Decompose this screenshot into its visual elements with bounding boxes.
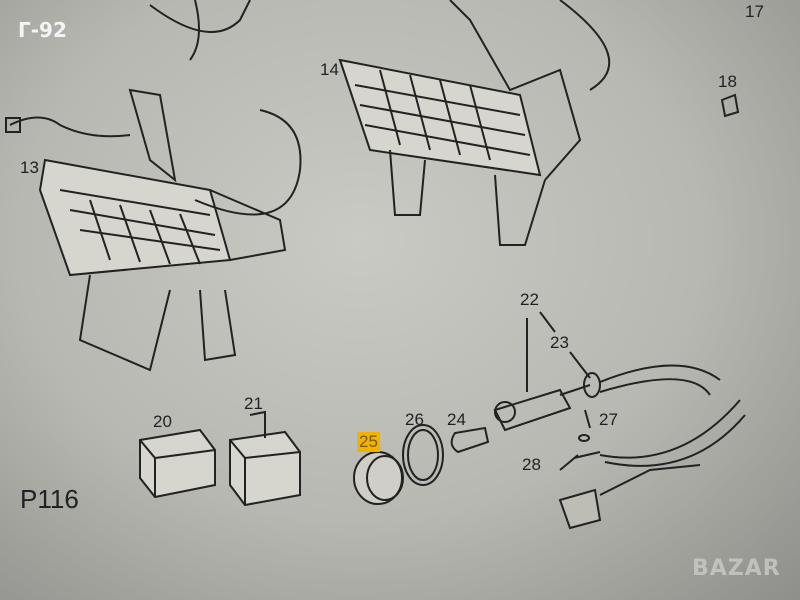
part-label-26: 26 bbox=[405, 410, 424, 429]
part-label-17: 17 bbox=[745, 2, 764, 21]
page-code: P116 bbox=[20, 484, 79, 514]
connector bbox=[558, 488, 602, 530]
part-label-24: 24 bbox=[447, 410, 466, 429]
part-label-13: 13 bbox=[20, 158, 39, 177]
fog-lamp-14 bbox=[338, 0, 611, 246]
part-label-27: 27 bbox=[599, 410, 618, 429]
relay-20 bbox=[139, 428, 216, 499]
top-cable bbox=[149, 0, 251, 33]
listing-badge: Г-92 bbox=[18, 18, 67, 42]
part-label-23: 23 bbox=[550, 333, 569, 352]
fog-lamp-13 bbox=[5, 88, 302, 372]
screw-27 bbox=[584, 409, 591, 429]
relay-21 bbox=[229, 410, 301, 507]
part-label-14: 14 bbox=[320, 60, 339, 79]
gasket-26 bbox=[402, 424, 444, 486]
clip-18 bbox=[720, 93, 740, 118]
watermark-logo: BAZAR bbox=[692, 556, 781, 581]
socket-22 bbox=[493, 388, 572, 432]
grommet-23 bbox=[583, 372, 601, 398]
part-label-21: 21 bbox=[244, 394, 263, 413]
part-label-22: 22 bbox=[520, 290, 539, 309]
part-label-20: 20 bbox=[153, 412, 172, 431]
part-label-18: 18 bbox=[718, 72, 737, 91]
part-label-25-highlighted: 25 bbox=[357, 432, 380, 452]
part-label-28: 28 bbox=[522, 455, 541, 474]
bulb-24 bbox=[450, 426, 490, 454]
